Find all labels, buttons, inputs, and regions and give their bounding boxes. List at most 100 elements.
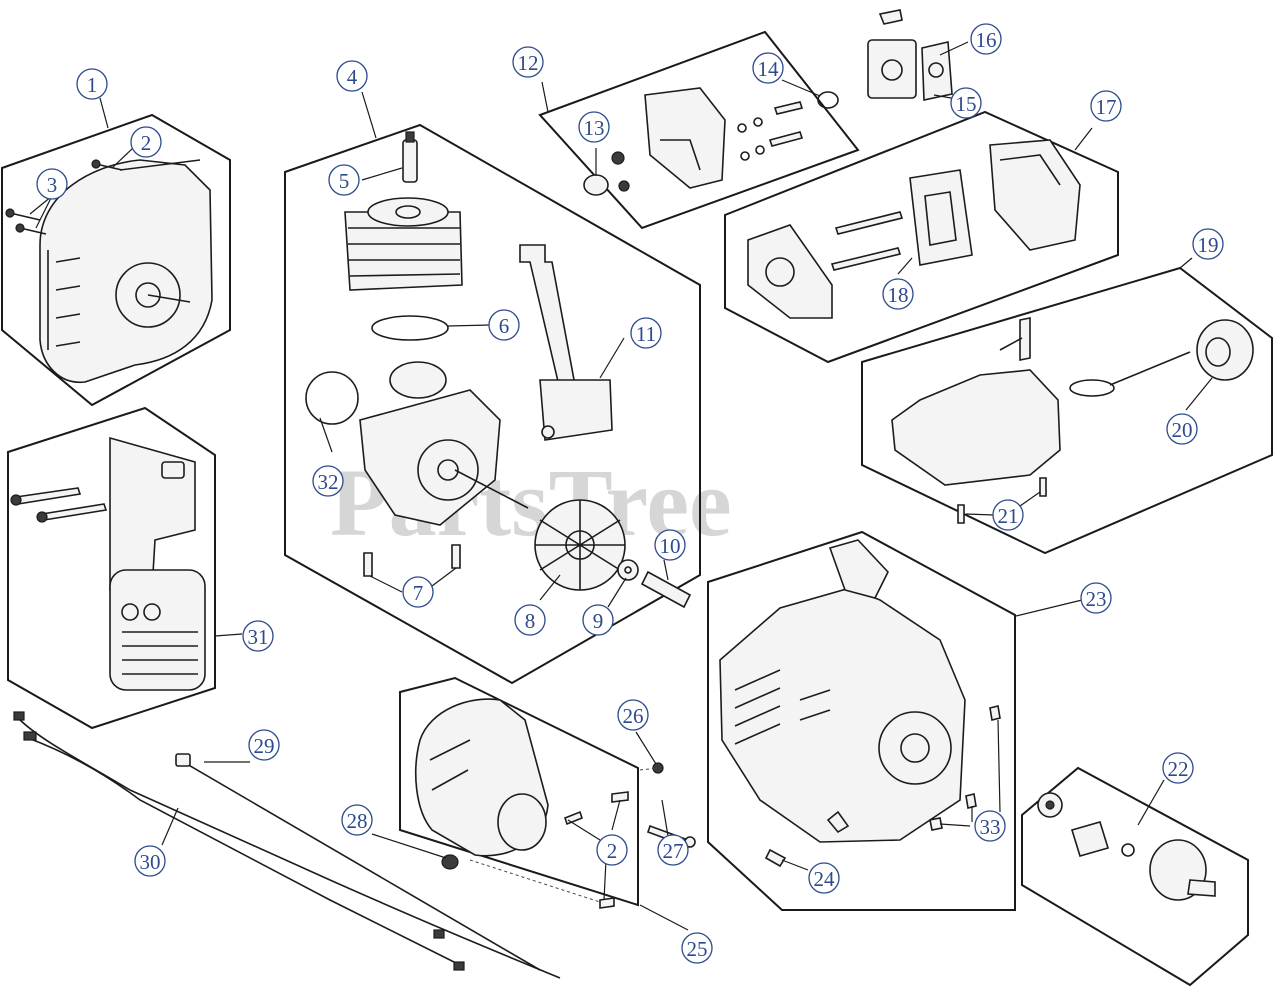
callout-label: 11	[636, 322, 656, 346]
panel-clutch	[1021, 766, 1249, 987]
engine-block	[305, 131, 692, 609]
callout-22: 22	[1162, 752, 1194, 784]
callout-31: 31	[242, 620, 274, 652]
callout-9: 9	[582, 604, 614, 636]
callout-label: 27	[663, 839, 684, 863]
leader-lines	[29, 41, 1213, 931]
callout-ring	[752, 52, 784, 84]
callout-label: 9	[593, 609, 604, 633]
callout-ring	[512, 46, 544, 78]
callout-32: 32	[312, 465, 344, 497]
callout-ring	[1162, 752, 1194, 784]
callout-12: 12	[512, 46, 544, 78]
callout-2: 2	[596, 834, 628, 866]
clutch	[1037, 792, 1216, 901]
panel-fan-housing	[0, 113, 231, 407]
callout-label: 10	[660, 534, 681, 558]
callout-label: 23	[1086, 587, 1107, 611]
callout-10: 10	[654, 529, 686, 561]
callout-ring	[328, 164, 360, 196]
panels	[0, 30, 1273, 987]
ignition-bracket	[583, 87, 839, 196]
callout-label: 2	[607, 839, 618, 863]
callout-27: 27	[657, 834, 689, 866]
callout-6: 6	[488, 309, 520, 341]
fan-housing	[39, 159, 213, 383]
panel-ignition-bracket	[538, 30, 860, 230]
callout-label: 12	[518, 51, 539, 75]
callout-label: 19	[1198, 233, 1219, 257]
callout-label: 21	[998, 504, 1019, 528]
callout-2: 2	[130, 126, 162, 158]
callout-label: 25	[687, 937, 708, 961]
callout-17: 17	[1090, 90, 1122, 122]
callout-label: 14	[758, 57, 780, 81]
callout-19: 19	[1192, 228, 1224, 260]
callout-ring	[402, 576, 434, 608]
callout-label: 1	[87, 73, 98, 97]
callout-ring	[808, 862, 840, 894]
callout-ring	[681, 932, 713, 964]
callout-ring	[970, 23, 1002, 55]
callout-label: 32	[318, 470, 339, 494]
panel-engine-housing	[707, 530, 1016, 911]
callout-label: 2	[141, 131, 152, 155]
callout-3: 3	[36, 168, 68, 200]
callout-ring	[242, 620, 274, 652]
callout-label: 7	[413, 581, 424, 605]
callout-label: 29	[254, 734, 275, 758]
callout-label: 16	[976, 28, 997, 52]
callout-4: 4	[336, 60, 368, 92]
callout-30: 30	[134, 845, 166, 877]
callout-label: 31	[248, 625, 269, 649]
panel-muffler	[7, 406, 216, 730]
callout-label: 5	[339, 169, 350, 193]
callout-label: 8	[525, 609, 536, 633]
callout-ring	[134, 845, 166, 877]
callout-20: 20	[1166, 413, 1198, 445]
callout-23: 23	[1080, 582, 1112, 614]
callout-ring	[578, 111, 610, 143]
callout-label: 18	[888, 283, 909, 307]
callout-ring	[341, 804, 373, 836]
callout-7: 7	[402, 576, 434, 608]
callout-ring	[882, 278, 914, 310]
callout-18: 18	[882, 278, 914, 310]
callout-16: 16	[970, 23, 1002, 55]
recoil-starter	[415, 698, 629, 909]
callout-label: 17	[1096, 95, 1117, 119]
callout-ring	[654, 529, 686, 561]
callout-29: 29	[248, 729, 280, 761]
fuel-tank	[891, 317, 1254, 524]
callout-33: 33	[974, 810, 1006, 842]
callout-15: 15	[950, 87, 982, 119]
callout-14: 14	[752, 52, 784, 84]
callout-28: 28	[341, 804, 373, 836]
callout-label: 24	[814, 867, 836, 891]
callout-label: 20	[1172, 418, 1193, 442]
callout-label: 15	[956, 92, 977, 116]
callout-ring	[1192, 228, 1224, 260]
air-filter	[747, 139, 1081, 319]
panel-engine	[284, 123, 701, 685]
callout-ring	[76, 68, 108, 100]
callout-1: 1	[76, 68, 108, 100]
callout-ring	[1090, 90, 1122, 122]
screws-fan-housing	[5, 159, 123, 235]
callout-ring	[1166, 413, 1198, 445]
callout-ring	[488, 309, 520, 341]
muffler	[10, 436, 206, 691]
callout-25: 25	[681, 932, 713, 964]
callout-ring	[582, 604, 614, 636]
callout-label: 33	[980, 815, 1001, 839]
callout-ring	[950, 87, 982, 119]
callout-26: 26	[617, 699, 649, 731]
callout-ring	[596, 834, 628, 866]
callout-ring	[1080, 582, 1112, 614]
callout-21: 21	[992, 499, 1024, 531]
callout-ring	[657, 834, 689, 866]
callout-label: 13	[584, 116, 605, 140]
callout-ring	[974, 810, 1006, 842]
callout-24: 24	[808, 862, 840, 894]
